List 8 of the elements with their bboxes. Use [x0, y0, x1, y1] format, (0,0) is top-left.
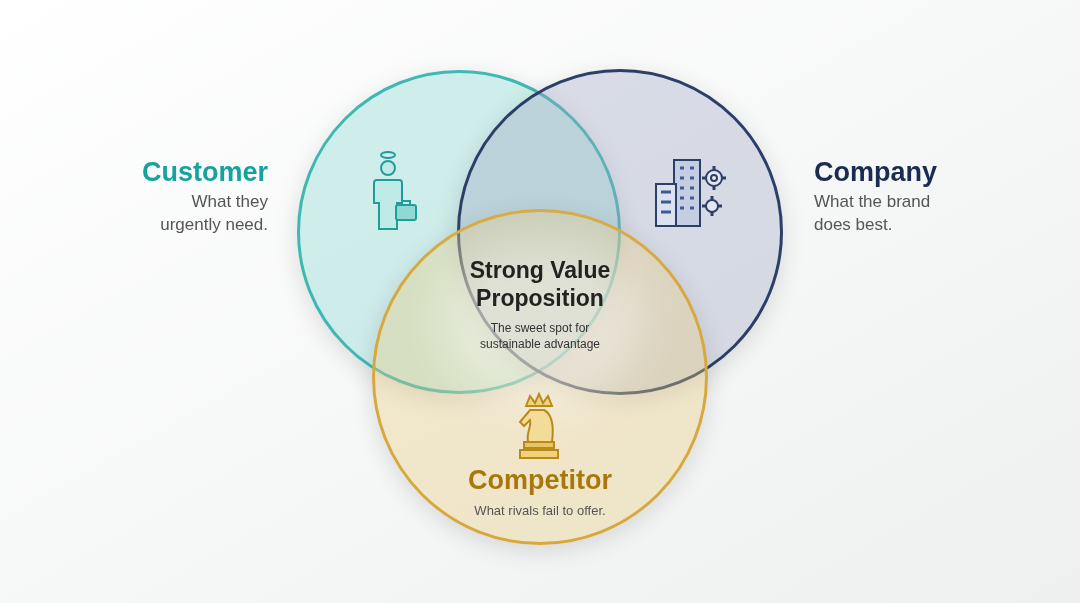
center-title: Strong Value Proposition — [468, 256, 612, 312]
circle-description: What they urgently need. — [159, 190, 268, 237]
circle-heading: Customer — [141, 156, 268, 189]
circle-description: What the brand does best. — [814, 190, 932, 237]
circle-heading: Company — [814, 156, 938, 189]
center-subtitle: The sweet spot for sustainable advantage — [478, 320, 602, 352]
circle-description: What rivals fail to offer. — [474, 501, 606, 520]
circle-heading: Competitor — [468, 464, 612, 497]
